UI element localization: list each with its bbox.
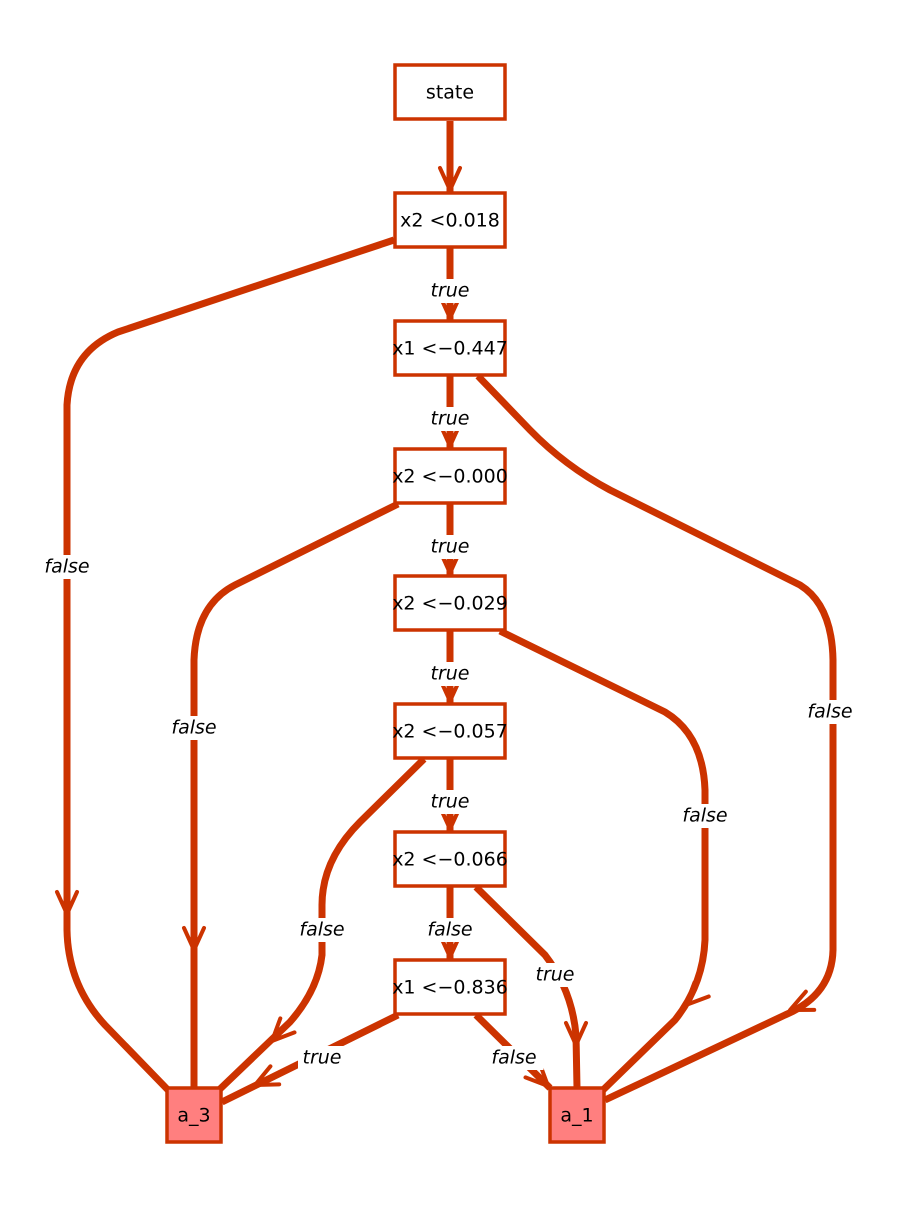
node-box [393,63,507,121]
node-box [548,1086,606,1144]
arrowhead-icon [438,294,462,320]
node-label: state [426,82,474,104]
decision-node-n2: x1 <−0.447 [392,319,508,377]
edge-label-background [531,963,579,987]
edge-label-n1-a3: false [44,556,89,578]
node-label: x1 <−0.447 [392,338,508,360]
edge-label-n5-a3: false [299,919,344,941]
decision-node-state: state [393,63,507,121]
edge-label-background [675,804,735,828]
edge-label-background [426,790,474,814]
edge-label-n4-n5: true [431,663,470,685]
arrowhead-icon [438,166,462,192]
edge-label-background [800,700,860,724]
edge-n1-a3 [55,236,396,1093]
node-label: x2 <0.018 [400,210,500,232]
edge-labels-layer: true false true false true false true false true… [37,279,860,1070]
edge-n4-a1 [498,627,711,1093]
edge-label-n3-n4: true [431,536,470,558]
node-label: x2 <−0.029 [392,593,508,615]
edge-label-background [426,407,474,431]
leaf-node-a1: a_1 [548,1086,606,1144]
edge-n2-a1 [475,373,837,1104]
decision-node-n4: x2 <−0.029 [392,574,508,632]
edge-label-background [426,535,474,559]
edge-label-n1-n2: true [431,280,470,302]
node-box [393,830,507,888]
node-box [165,1086,223,1144]
arrowhead-icon [684,980,711,1007]
arrowhead-icon [182,926,206,952]
edge-line [475,373,837,1104]
node-label: a_1 [560,1105,593,1127]
edge-label-background [426,279,474,303]
edge-line [217,756,427,1092]
node-label: x2 <−0.000 [392,466,508,488]
decision-node-n6: x2 <−0.066 [392,830,508,888]
arrowhead-icon [438,933,462,959]
edge-n3-a3 [182,500,400,1089]
edge-label-background [298,1046,346,1070]
edge-n5-a3 [217,756,427,1092]
edge-label-background [420,918,480,942]
node-label: x2 <−0.066 [392,849,508,871]
edge-line [63,236,396,1093]
arrowhead-icon [523,1061,550,1088]
edge-n6-a1 [473,884,588,1089]
arrowhead-icon [253,1064,282,1087]
edge-label-n5-n6: true [431,791,470,813]
arrowhead-icon [438,677,462,703]
decision-node-n5: x2 <−0.057 [392,702,508,760]
edge-label-background [426,662,474,686]
edge-label-background [484,1046,544,1070]
node-label: x2 <−0.057 [392,721,508,743]
leaf-node-a3: a_3 [165,1086,223,1144]
edge-label-n6-a1: true [536,964,575,986]
edge-label-n7-a1: false [491,1047,536,1069]
edge-line [190,500,400,1089]
edge-label-background [37,555,97,579]
node-label: x1 <−0.836 [392,977,508,999]
node-box [393,191,507,249]
edge-label-n3-a3: false [171,717,216,739]
arrowhead-icon [270,1016,297,1043]
edge-state-n1 [438,121,462,192]
edge-label-n4-a1: false [682,805,727,827]
edge-label-n2-a1: false [807,701,852,723]
edge-label-n7-a3: true [303,1047,342,1069]
arrowhead-icon [438,805,462,831]
decision-node-n1: x2 <0.018 [393,191,507,249]
edge-line [498,627,709,1093]
edges-layer [55,121,837,1106]
arrowhead-icon [564,1021,588,1047]
edge-label-background [164,716,224,740]
edge-label-n6-n7: false [427,919,472,941]
nodes-layer: state x2 <0.018 x1 <−0.447 x2 <−0.000 x2 <−0… [165,63,606,1144]
node-box [393,447,507,505]
node-label: a_3 [177,1105,210,1127]
node-box [393,958,507,1016]
arrowhead-icon [438,422,462,448]
edge-line [473,884,581,1089]
edge-label-background [292,918,352,942]
edge-label-n2-n3: true [431,408,470,430]
node-box [393,574,507,632]
decision-node-n7: x1 <−0.836 [392,958,508,1016]
node-box [393,319,507,377]
arrowhead-icon [55,890,79,916]
decision-node-n3: x2 <−0.000 [392,447,508,505]
arrowhead-icon [788,989,817,1012]
node-box [393,702,507,760]
